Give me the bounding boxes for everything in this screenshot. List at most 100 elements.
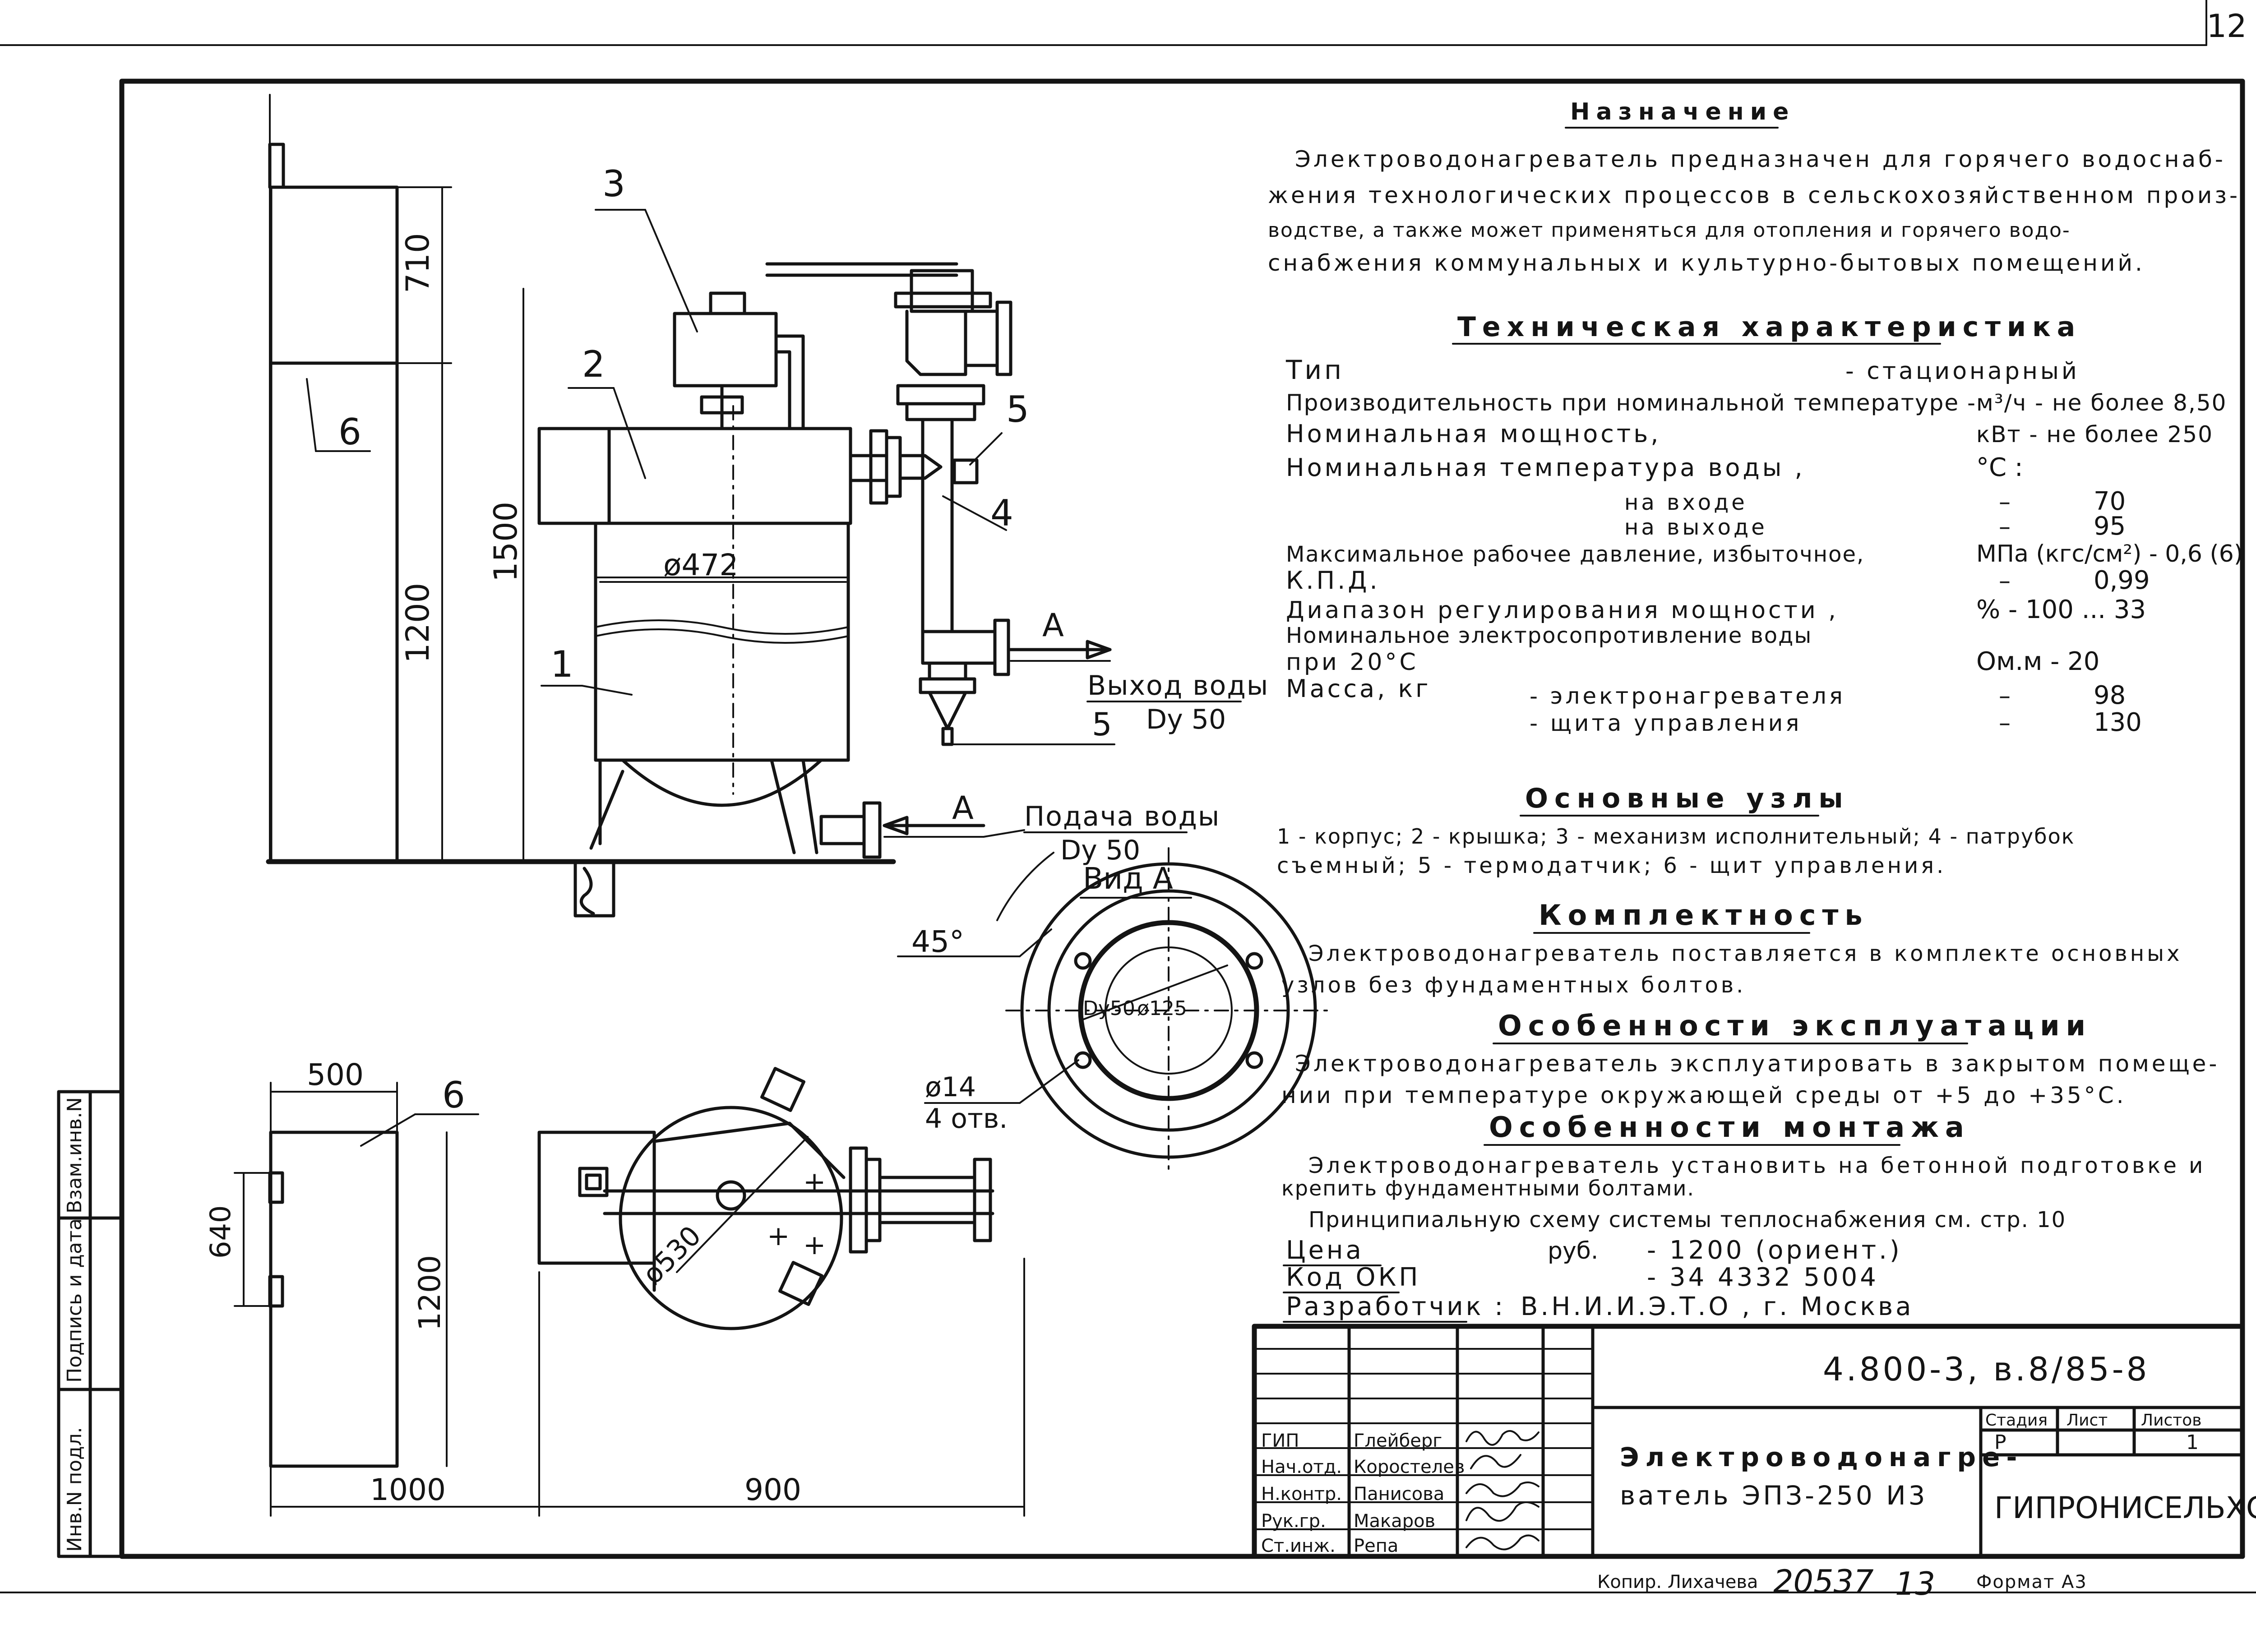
copy-number: 20537 [1773, 1563, 1874, 1600]
spec-resistance-value: Ом.м - 20 [1976, 647, 2099, 676]
install-title: Особенности монтажа [1489, 1111, 1970, 1144]
units-line-1: 1 - корпус; 2 - крышка; 3 - механизм исп… [1277, 824, 2075, 849]
label-5-bottom: 5 [1092, 706, 1112, 743]
dim-900: 900 [744, 1472, 801, 1507]
water-in-du: Dу 50 [1060, 835, 1140, 866]
page-number: 12 [2206, 8, 2247, 45]
role-st-inzh: Ст.инж. [1261, 1536, 1336, 1556]
spec-outlet-value: 95 [2094, 512, 2126, 541]
okp-value: - 34 4332 5004 [1647, 1263, 1879, 1292]
developer-label: Разработчик : [1286, 1292, 1506, 1321]
spec-efficiency-label: К.П.Д. [1286, 566, 1380, 595]
spec-type-label: Тип [1285, 355, 1344, 385]
plus-mark-1: + [803, 1229, 826, 1261]
complete-line-1: Электроводонагреватель поставляется в ко… [1308, 941, 2182, 966]
spec-pressure-label: Максимальное рабочее давление, избыточно… [1286, 542, 1864, 567]
holes-4: 4 отв. [925, 1103, 1008, 1135]
purpose-line-4: снабжения коммунальных и культурно-бытов… [1268, 250, 2145, 276]
spec-power-value: кВт - не более 250 [1976, 421, 2213, 448]
text-price: Цена руб. - 1200 (ориент.) Код ОКП - 34 … [1283, 1236, 1911, 1323]
view-a-flange: Вид А 45° Dу50 ø125 ø14 4 отв. [897, 847, 1332, 1174]
name-nach-otd: Коростелев [1354, 1457, 1465, 1477]
control-panel-plan: 500 6 640 1200 [204, 1057, 479, 1517]
water-outlet: A Выход воды Dу 50 5 [951, 607, 1268, 745]
purpose-line-1: Электроводонагреватель предназначен для … [1295, 146, 2226, 172]
spec-type-value: - стационарный [1845, 358, 2080, 385]
name-ruk-gr: Макаров [1354, 1511, 1435, 1532]
label-3: 3 [602, 163, 625, 205]
spec-mass-heater-label: - электронагревателя [1530, 683, 1845, 709]
install-line-3: Принципиальную схему системы теплоснабже… [1308, 1207, 2066, 1232]
plus-mark-2: + [767, 1220, 790, 1252]
stage-label: Стадия [1985, 1411, 2048, 1430]
dim-640: 640 [204, 1205, 237, 1259]
complete-title: Комплектность [1539, 899, 1869, 932]
signature-4 [1465, 1501, 1539, 1522]
units-title: Основные узлы [1525, 783, 1849, 814]
purpose-line-3: водстве, а также может применяться для о… [1268, 219, 2071, 242]
spec-productivity-label: Производительность при номинальной темпе… [1286, 390, 1976, 416]
spec-inlet-dash: – [1999, 489, 2011, 516]
heater-front-view: ø472 2 1 [537, 343, 852, 854]
role-n-kontr: Н.контр. [1261, 1484, 1342, 1504]
title-block: ГИП Глейберг Нач.отд. Коростелев Н.контр… [1252, 1324, 2256, 1559]
spec-mass-panel-label: - щита управления [1530, 710, 1802, 736]
spec-temp-label: Номинальная температура воды , [1286, 453, 1805, 482]
dim-1500: 1500 [487, 502, 524, 582]
units-line-2: съемный; 5 - термодатчик; 6 - щит управл… [1277, 853, 1946, 878]
sheet-label: Лист [2066, 1411, 2108, 1430]
sheets-label: Листов [2141, 1411, 2201, 1430]
specs-title: Техническая характеристика [1457, 311, 2081, 343]
operation-line-2: нии при температуре окружающей среды от … [1281, 1082, 2127, 1108]
spec-temp-unit: °С : [1976, 453, 2023, 482]
spec-resistance-label-1: Номинальное электросопротивление воды [1286, 623, 1812, 648]
spec-inlet-label: на входе [1624, 490, 1747, 515]
purpose-title: Назначение [1570, 98, 1795, 125]
sheets-value: 1 [2186, 1431, 2199, 1454]
actuator-mechanism: 3 [595, 163, 958, 430]
spec-mass-heater-value: 98 [2094, 681, 2126, 710]
spec-pressure-value: МПа (кгс/см²) - 0,6 (6) [1976, 540, 2243, 568]
water-in-label: Подача воды [1024, 801, 1220, 832]
label-2: 2 [582, 343, 605, 385]
dim-1200-bottom: 1200 [412, 1255, 447, 1331]
text-main-units: Основные узлы 1 - корпус; 2 - крышка; 3 … [1277, 783, 2075, 878]
label-1: 1 [550, 643, 573, 685]
heater-plan: ø530 + + + 1000 900 [270, 1066, 1025, 1517]
spec-productivity-value: м³/ч - не более 8,50 [1976, 390, 2227, 416]
dim-500: 500 [307, 1057, 364, 1092]
name-st-inzh: Репа [1354, 1536, 1398, 1556]
sheet-frame [0, 0, 2256, 1593]
purpose-line-2: жения технологических процессов в сельск… [1268, 182, 2240, 208]
text-operation: Особенности эксплуатации Электроводонагр… [1281, 1009, 2217, 1108]
spec-inlet-value: 70 [2094, 487, 2126, 516]
format-label: Формат А3 [1976, 1572, 2087, 1592]
spec-power-label: Номинальная мощность, [1286, 420, 1661, 448]
dia-125: ø125 [1137, 997, 1187, 1020]
product-name-line-2: ватель ЭПЗ-250 И3 [1620, 1480, 1928, 1511]
spec-mass-heater-dash: – [1999, 683, 2011, 710]
dim-dia-472: ø472 [663, 548, 738, 582]
name-gip: Глейберг [1354, 1431, 1442, 1451]
text-installation: Особенности монтажа Электроводонагревате… [1281, 1111, 2205, 1232]
price-label: Цена [1286, 1236, 1364, 1265]
stage-value: Р [1994, 1431, 2006, 1454]
spec-resistance-label-2: при 20°С [1286, 649, 1419, 676]
name-n-kontr: Панисова [1354, 1484, 1444, 1504]
text-purpose: Назначение Электроводонагреватель предна… [1268, 98, 2240, 276]
text-completeness: Комплектность Электроводонагреватель пос… [1281, 899, 2182, 998]
doc-code: 4.800-3, в.8/85-8 [1823, 1350, 2150, 1388]
signature-5 [1465, 1534, 1539, 1550]
stamp-vzam: Взам.инв.N [63, 1097, 86, 1214]
role-ruk-gr: Рук.гр. [1261, 1511, 1326, 1532]
price-value: - 1200 (ориент.) [1647, 1236, 1902, 1265]
branch-pipe: 4 5 [849, 269, 1029, 746]
control-panel-front-view: 6 710 1200 1500 [268, 94, 524, 863]
okp-label: Код ОКП [1286, 1263, 1420, 1292]
spec-outlet-label: на выходе [1624, 515, 1767, 540]
plus-mark-3: + [803, 1166, 826, 1198]
role-nach-otd: Нач.отд. [1261, 1457, 1342, 1477]
water-out-du: Dу 50 [1146, 704, 1226, 735]
install-line-1: Электроводонагреватель установить на бет… [1308, 1153, 2205, 1178]
